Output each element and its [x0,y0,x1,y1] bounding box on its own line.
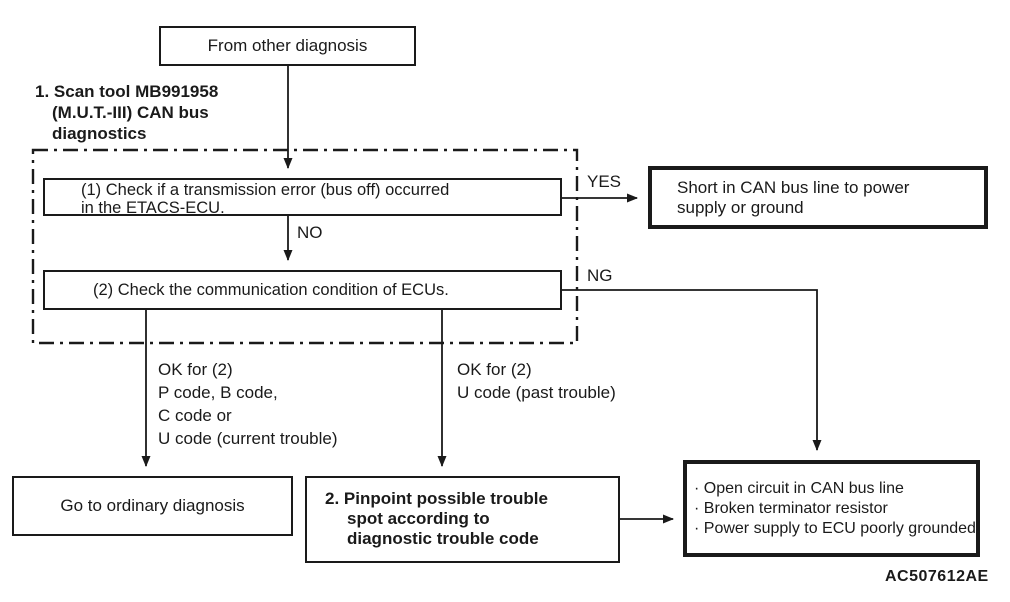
cause-item: · Open circuit in CAN bus line [694,479,904,497]
note-line: (M.U.T.-III) CAN bus [52,103,209,122]
node-ordinary-label: Go to ordinary diagnosis [60,496,245,515]
edge-label-no: NO [297,223,323,242]
edge-label-ng: NG [587,266,613,285]
node-check1-line: in the ETACS-ECU. [81,199,225,217]
node-short-line: Short in CAN bus line to power [677,177,910,197]
node-pinpoint-line: diagnostic trouble code [347,529,539,548]
node-check2-label: (2) Check the communication condition of… [93,281,449,299]
node-pinpoint-line: 2. Pinpoint possible trouble [325,489,548,508]
node-short-in-can-bus: Short in CAN bus line to power supply or… [648,166,988,229]
ok-left-line: U code (current trouble) [158,429,338,448]
edge-label-yes: YES [587,172,622,191]
scan-tool-note: 1. Scan tool MB991958 (M.U.T.-III) CAN b… [35,81,218,144]
edge-label-ok-past: OK for (2) U code (past trouble) [457,358,616,404]
node-pinpoint-line: spot according to [347,509,490,528]
node-ordinary-diagnosis: Go to ordinary diagnosis [12,476,293,536]
ok-right-line: U code (past trouble) [457,383,616,402]
node-start-label: From other diagnosis [207,36,368,55]
note-line: 1. Scan tool MB991958 [35,82,219,101]
node-start: From other diagnosis [159,26,416,66]
node-check-transmission-error: (1) Check if a transmission error (bus o… [43,178,562,217]
node-pinpoint-trouble-spot: 2. Pinpoint possible trouble spot accord… [305,476,620,563]
ok-left-line: C code or [158,406,232,425]
node-short-line: supply or ground [677,197,804,217]
note-line: diagnostics [52,124,147,143]
ok-right-line: OK for (2) [457,360,532,379]
figure-code: AC507612AE [885,568,989,585]
ok-left-line: P code, B code, [158,383,278,402]
node-possible-causes: · Open circuit in CAN bus line · Broken … [683,460,980,557]
ok-left-line: OK for (2) [158,360,233,379]
cause-item: · Power supply to ECU poorly grounded [694,519,976,537]
edge-label-ok-current: OK for (2) P code, B code, C code or U c… [158,358,338,450]
node-check1-line: (1) Check if a transmission error (bus o… [81,181,450,199]
node-check-communication: (2) Check the communication condition of… [43,270,562,310]
cause-item: · Broken terminator resistor [694,499,888,517]
